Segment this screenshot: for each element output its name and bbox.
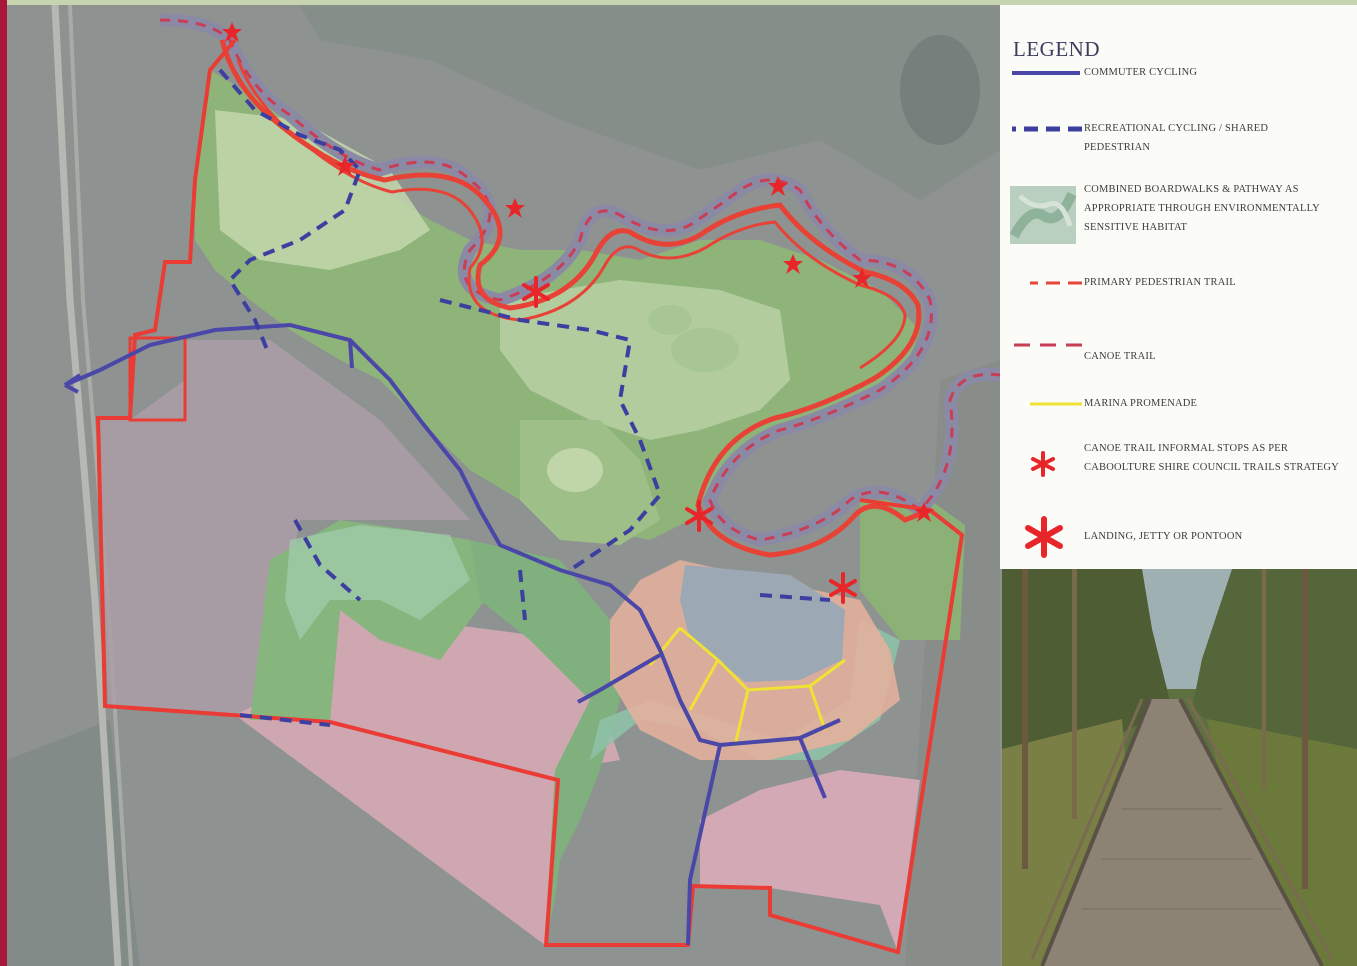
green-corridor-central [470,540,620,945]
legend-label: Combined boardwalks & pathway as appropr… [1084,184,1320,233]
canoe-stop-marker [914,502,934,522]
canoe-stop-marker [783,254,803,274]
recreational-cycling-swatch [1012,126,1082,132]
highway [51,5,122,966]
boardwalk-photo-image [1002,569,1357,966]
legend-label: Primary pedestrian trail [1084,277,1236,288]
legend-label: Recreational cycling / shared pedestrian [1084,123,1269,153]
landing-marker [685,500,713,532]
legend-item-canoe: Canoe trail [1000,343,1357,365]
wetland-central [500,280,790,440]
landing-icon [1025,516,1063,558]
landing-marker [522,276,550,308]
residential-zone-west [98,340,470,720]
canoe-stop-marker [852,268,872,288]
canoe-stop-marker [505,198,525,218]
legend-label: Marina promenade [1084,398,1198,409]
site-boundary [95,38,965,955]
canoe-stop-icon [1031,451,1055,477]
canoe-stop-marker [768,176,788,196]
canoe-trail-swatch [1012,343,1082,347]
highway-lane [68,5,133,966]
legend-item-marina: Marina promenade [1000,394,1357,414]
residential-zone-south [235,610,620,945]
legend-label: Canoe trail informal stops as per Cabool… [1084,443,1339,473]
canoe-stop-marker [222,22,242,42]
recreational-cycling-route-north [218,68,363,353]
commuter-branch-east [798,737,827,799]
aerial-dark-patch [900,35,980,145]
marina-promenade [648,626,846,746]
landing-marker [829,572,857,604]
pond-north-a [671,328,739,372]
boundary-parcel-west [128,336,187,422]
boardwalk-habitat-swatch [1010,186,1076,244]
golf-fairways-west [285,525,470,640]
legend-item-recreational: Recreational cycling / shared pedestrian [1000,119,1357,159]
wetland-north [215,110,430,270]
legend-item-stops: Canoe trail informal stops as per Cabool… [1000,439,1357,499]
site-map [7,5,1000,966]
primary-pedestrian-swatch [1030,281,1082,285]
legend-item-commuter: Commuter cycling [1000,63,1357,83]
recreational-cycling-route-golf [518,569,831,621]
commuter-cycling-route [64,322,841,946]
primary-pedestrian-trail-inner [236,59,907,370]
canoe-stop-marker [335,156,355,176]
residential-zone-southeast [700,770,920,952]
legend-title: LEGEND [1013,37,1100,61]
boardwalk-photo [1002,569,1357,966]
commuter-branch-south [577,653,662,704]
commuter-arrow-west [63,373,82,394]
marina-promenade-swatch [1030,402,1082,406]
legend-item-landing: Landing, jetty or pontoon [1000,515,1357,558]
canoe-stops [222,22,934,522]
commuter-branch-north [348,339,354,369]
boardwalk-deck [1042,699,1322,966]
aerial-texture-east [905,360,1000,966]
marina-basin [680,565,845,682]
legend-label: Commuter cycling [1084,67,1198,78]
legend-item-boardwalk: Combined boardwalks & pathway as appropr… [1000,180,1357,260]
legend-panel: LEGEND Commuter cycling Recreational cyc… [1000,5,1357,569]
aerial-texture-north [300,5,1000,200]
pond-north-b [648,305,692,335]
recreational-cycling-route-central [439,298,663,572]
left-frame-strip [0,0,7,966]
landings [522,276,857,604]
legend-label: Landing, jetty or pontoon [1084,531,1243,542]
top-frame-strip [7,0,1357,5]
recreational-cycling-route-west [239,519,362,727]
commuter-cycling-swatch [1012,71,1080,75]
legend-label: Canoe trail [1084,351,1156,362]
legend-item-pedestrian: Primary pedestrian trail [1000,273,1357,293]
pond-central [547,448,603,492]
vegetation-east [860,500,965,640]
